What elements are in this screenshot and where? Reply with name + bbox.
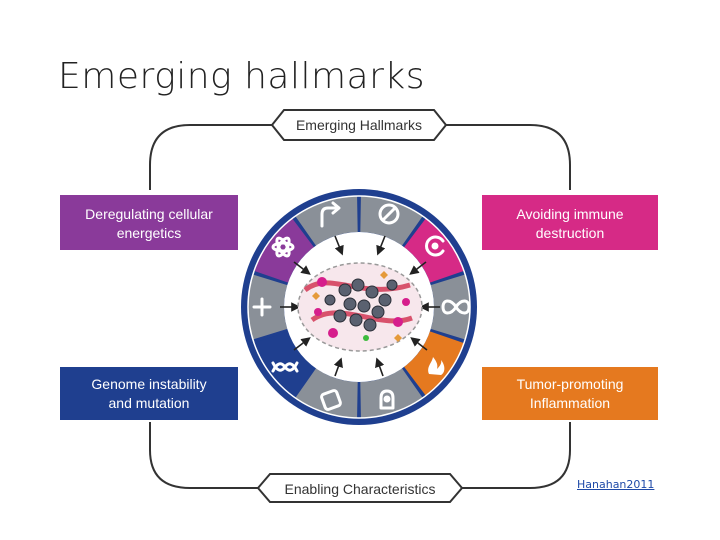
bottom-label-text: Enabling Characteristics: [285, 481, 436, 497]
svg-text:destruction: destruction: [536, 225, 604, 241]
connector-top-left: [149, 124, 272, 190]
segment-immortality: [430, 274, 470, 340]
svg-text:Deregulating cellular: Deregulating cellular: [85, 206, 213, 222]
replicative-immortality-infinity-icon: [441, 299, 471, 315]
box-avoiding-immune-destruction: Avoiding immune destruction: [482, 195, 658, 250]
svg-text:Genome instability: Genome instability: [91, 376, 206, 392]
tumor-microenvironment-illustration: [297, 262, 423, 352]
svg-text:energetics: energetics: [117, 225, 182, 241]
enabling-characteristics-label: Enabling Characteristics: [256, 473, 464, 503]
energetics-atom-icon: [271, 236, 295, 258]
segment-immune: [404, 218, 464, 283]
inflammation-flame-icon: [428, 357, 445, 375]
segment-genome: [254, 331, 314, 396]
angiogenesis-vessel-icon: [320, 389, 342, 411]
connector-bottom-right: [462, 422, 571, 489]
metastasis-invasion-icon: [379, 389, 395, 410]
cell-death-resistance-plus-icon: [252, 297, 272, 317]
proliferation-arrow-icon: [320, 201, 341, 228]
box-tumor-promoting-inflammation: Tumor-promoting Inflammation: [482, 367, 658, 420]
ring-icons: [252, 201, 471, 411]
box-deregulating-energetics: Deregulating cellular energetics: [60, 195, 238, 250]
svg-text:Avoiding immune: Avoiding immune: [516, 206, 623, 222]
svg-text:Tumor-promoting: Tumor-promoting: [517, 376, 624, 392]
immune-pacman-icon: [425, 235, 445, 257]
citation-link[interactable]: Hanahan2011: [577, 478, 655, 491]
segment-proliferation: [295, 196, 358, 246]
box-genome-instability: Genome instability and mutation: [60, 367, 238, 420]
slide-title: Emerging hallmarks: [58, 56, 426, 97]
dna-mutation-icon: [271, 361, 299, 373]
top-label-text: Emerging Hallmarks: [296, 117, 422, 133]
svg-text:Inflammation: Inflammation: [530, 395, 610, 411]
inward-arrows: [280, 235, 440, 377]
svg-text:and mutation: and mutation: [109, 395, 190, 411]
growth-suppressor-block-icon: [378, 203, 400, 225]
emerging-hallmarks-label: Emerging Hallmarks: [270, 109, 448, 141]
connector-bottom-left: [149, 422, 258, 489]
connector-top-right: [446, 124, 571, 190]
connector-lines: [149, 124, 571, 489]
segment-growth-suppressors: [360, 196, 423, 246]
